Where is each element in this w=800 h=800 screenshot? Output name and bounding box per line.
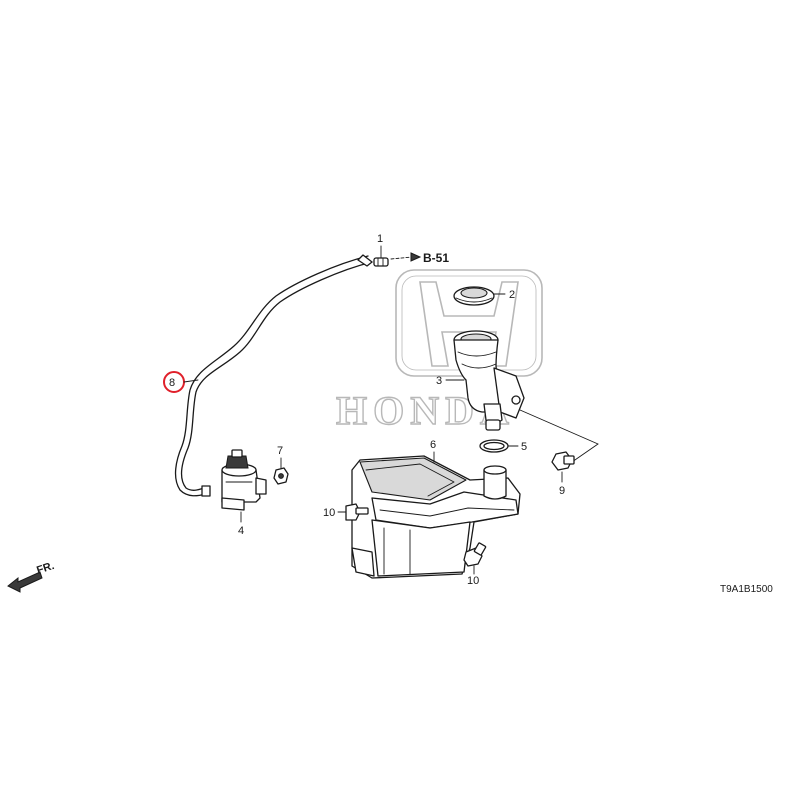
- washer-motor-part-4: 4: [221, 449, 267, 537]
- reference-label: B-51: [423, 251, 449, 265]
- arrow-front-icon: [7, 571, 43, 593]
- callout-1: 1: [377, 233, 383, 259]
- bolt-part-9: 9: [519, 409, 599, 497]
- callout-number-7: 7: [277, 445, 283, 457]
- callout-number-6: 6: [430, 439, 436, 451]
- filler-cap-part-2: 2: [453, 286, 515, 306]
- callout-number-4: 4: [238, 525, 244, 537]
- bolt-part-10-left: 10: [323, 503, 369, 521]
- callout-number-10-left: 10: [323, 507, 335, 519]
- diagram-code: T9A1B1500: [720, 584, 773, 595]
- callout-number-9: 9: [559, 485, 565, 497]
- callout-number-2: 2: [509, 289, 515, 301]
- filler-neck-part-3: 3: [436, 330, 525, 431]
- callout-number-8: 8: [169, 377, 175, 389]
- washer-tube-part-8: [174, 254, 373, 497]
- callout-number-1: 1: [377, 233, 383, 245]
- arrow-right-icon: [410, 252, 422, 262]
- callout-number-5: 5: [521, 441, 527, 453]
- reference-b51: B-51: [390, 251, 449, 265]
- nut-part-7: 7: [273, 445, 289, 485]
- honda-logo-icon: [395, 269, 543, 377]
- front-label: FR.: [35, 560, 56, 577]
- callout-number-10-bottom: 10: [467, 575, 479, 587]
- o-ring-part-5: 5: [479, 439, 527, 453]
- callout-number-3: 3: [436, 375, 442, 387]
- callout-8: 8: [163, 371, 199, 393]
- bolt-part-10-bottom: 10: [463, 542, 487, 587]
- washer-tank-part-6: 6: [351, 439, 521, 579]
- front-direction-marker: FR.: [7, 560, 56, 593]
- hose-joint-part-1: [373, 257, 389, 267]
